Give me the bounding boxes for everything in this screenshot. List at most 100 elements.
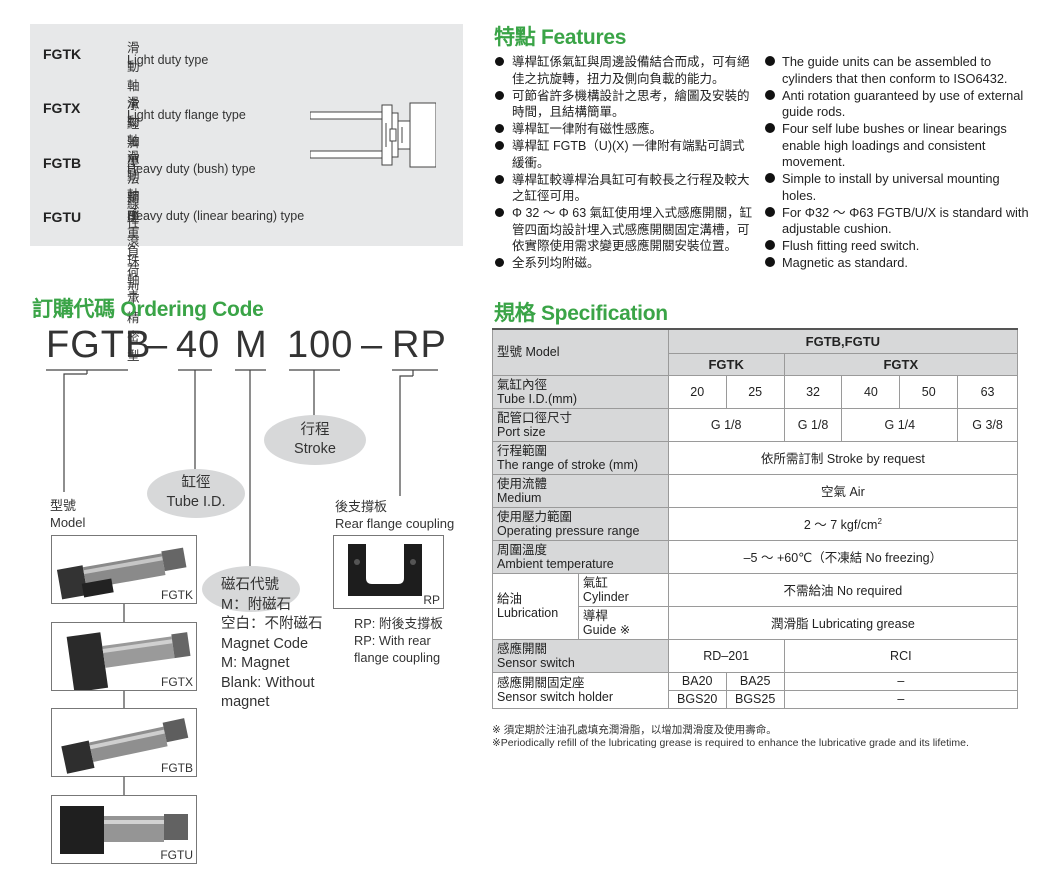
switch-holder-row-2: BGS20 BGS25 – [493, 689, 1019, 709]
port-cell: G 1/8 [783, 407, 843, 442]
feature-item: 導桿缸較導桿治具缸可有較長之行程及較大之缸徑可用。 [495, 172, 755, 205]
feature-text: Φ 32 ～ Φ 63 氣缸使用埋入式感應開關，缸管四面均設計埋入式感應開關固定… [512, 206, 753, 253]
photo-label: FGTK [161, 588, 193, 602]
label-zh: 導桿 [582, 608, 608, 623]
bullet-icon [765, 240, 775, 250]
bore-bubble: 缸徑 Tube I.D. [147, 469, 245, 518]
model-photo-fgtu: FGTU [51, 795, 197, 864]
stroke-bubble: 行程 Stroke [264, 415, 366, 465]
label-en: Cylinder [582, 589, 629, 604]
feature-item: Four self lube bushes or linear bearings… [765, 121, 1030, 171]
label-zh: 使用壓力範圍 [497, 509, 573, 524]
holder-cell: – [783, 689, 1019, 709]
magnet-line: 磁石代號 [221, 577, 279, 593]
feature-text: 導桿缸 FGTB（U)(X) 一律附有端點可調式緩衝。 [512, 139, 745, 170]
model-label: 型號 Model [50, 497, 85, 531]
spec-heading: 規格 Specification [494, 297, 668, 327]
label-en: Port size [497, 424, 546, 439]
lube-cylinder-value: 不需給油 No required [667, 572, 1019, 607]
label-zh: 氣缸內徑 [497, 377, 548, 392]
label-en: Tube I.D.(mm) [497, 391, 578, 406]
feature-item: Magnetic as standard. [765, 255, 1030, 272]
bore-cell: 50 [899, 374, 959, 409]
feature-text: Flush fitting reed switch. [782, 238, 920, 253]
feature-item: 導桿缸係氣缸與周邊設備結合而成，可有絕佳之抗旋轉，扭力及側向負載的能力。 [495, 54, 755, 87]
model-photo-fgtk: FGTK [51, 535, 197, 604]
rear-flange-image: RP [333, 535, 444, 609]
holder-cell: BGS20 [667, 689, 727, 709]
rear-flange-label-en: Rear flange coupling [335, 516, 455, 531]
magnet-line: 空白：不附磁石 [221, 616, 323, 632]
code-stroke: 100 [287, 324, 354, 366]
port-cell: G 1/8 [667, 407, 785, 442]
spec-heading-en: Specification [540, 302, 668, 325]
rear-note-line: RP: With rear [354, 633, 431, 648]
feature-item: 導桿缸一律附有磁性感應。 [495, 121, 755, 138]
group-header: FGTB,FGTU [667, 328, 1019, 354]
bullet-icon [765, 123, 775, 133]
type-name-en: Light duty flange type [127, 108, 246, 122]
type-name-zh: 線性滾珠軸承精密型 [127, 197, 140, 363]
feature-item: Simple to install by universal mounting … [765, 171, 1030, 204]
bore-cell: 40 [841, 374, 901, 409]
label-zh: 氣缸 [582, 575, 608, 590]
label-zh: 感應開關固定座 [497, 676, 585, 690]
magnet-line: Magnet Code [221, 635, 309, 652]
bore-label-zh: 缸徑 [181, 475, 211, 491]
spec-note-zh: ※ 須定期於注油孔處填充潤滑脂，以增加潤滑度及使用壽命。 [492, 724, 777, 736]
fgtk-cylinder-icon [56, 547, 187, 600]
rear-flange-note: RP: 附後支撐板 RP: With rear flange coupling [354, 615, 443, 666]
sensor-switch-value: RCI [783, 638, 1019, 673]
code-option: RP [392, 324, 447, 366]
sensor-switch-value: RD–201 [667, 638, 785, 673]
fgtu-cylinder-icon [60, 806, 188, 854]
pressure-value: 2 ～ 7 kgf/cm2 [667, 506, 1019, 541]
medium-value: 空氣 Air [667, 473, 1019, 508]
rear-flange-code: RP [423, 593, 440, 607]
bore-cell: 63 [957, 374, 1018, 409]
rear-note-line: RP: 附後支撐板 [354, 616, 443, 631]
feature-item: Anti rotation guaranteed by use of exter… [765, 88, 1030, 121]
rear-flange-icon [348, 544, 422, 596]
bullet-icon [495, 124, 504, 133]
label-en: Sensor switch [497, 655, 575, 670]
label-zh: 周圍溫度 [497, 542, 548, 557]
magnet-code-text: 磁石代號 M：附磁石 空白：不附磁石 Magnet Code M: Magnet… [221, 576, 323, 713]
bore-cell: 32 [783, 374, 843, 409]
fgtx-cylinder-icon [66, 632, 191, 690]
type-code: FGTK [43, 46, 82, 62]
feature-item: The guide units can be assembled to cyli… [765, 54, 1030, 87]
code-dash: – [146, 324, 169, 366]
bullet-icon [495, 57, 504, 66]
type-code: FGTB [43, 155, 82, 171]
feature-item: Φ 32 ～ Φ 63 氣缸使用埋入式感應開關，缸管四面均設計埋入式感應開關固定… [495, 205, 755, 255]
bore-cell: 20 [667, 374, 727, 409]
bullet-icon [495, 258, 504, 267]
magnet-line: magnet [221, 694, 270, 710]
feature-item: Flush fitting reed switch. [765, 238, 1030, 255]
lube-guide-value: 潤滑脂 Lubricating grease [667, 605, 1019, 640]
rear-note-line: flange coupling [354, 650, 441, 665]
bullet-icon [765, 206, 775, 217]
features-heading: 特點 Features [494, 21, 626, 51]
photo-label: FGTU [160, 848, 193, 862]
feature-text: Magnetic as standard. [782, 255, 908, 270]
bore-label-en: Tube I.D. [166, 494, 226, 510]
label-en: Lubrication [497, 606, 559, 620]
model-photo-fgtb: FGTB [51, 708, 197, 777]
code-magnet: M [235, 324, 268, 366]
type-name-zh: 滑動軸承法蘭型 [127, 96, 140, 224]
